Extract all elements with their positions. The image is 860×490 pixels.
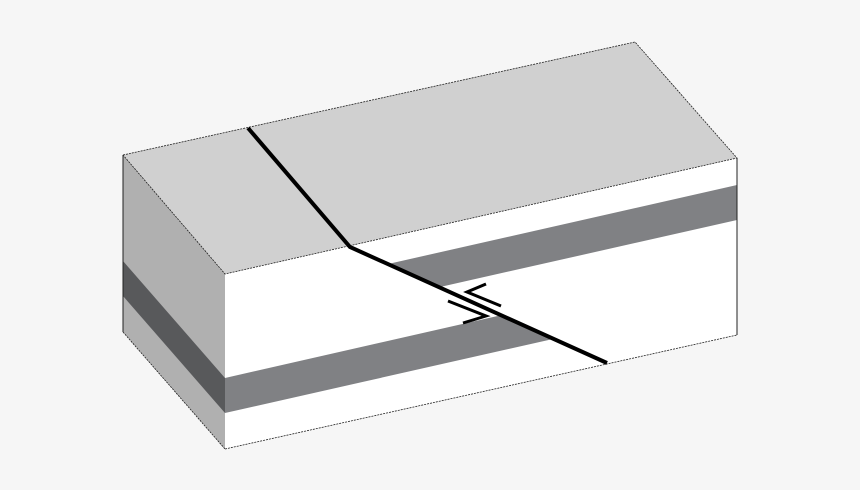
top-face bbox=[123, 42, 737, 274]
fault-line bbox=[246, 126, 608, 365]
upper-half-arrow-icon bbox=[463, 282, 502, 308]
front-lower-band bbox=[225, 315, 553, 413]
slip-direction-arrows bbox=[447, 282, 502, 325]
left-face-dark-band bbox=[123, 261, 225, 413]
vertical-edges bbox=[122, 155, 738, 335]
lower-half-arrow-icon bbox=[447, 299, 491, 325]
front-upper-band bbox=[388, 185, 737, 287]
